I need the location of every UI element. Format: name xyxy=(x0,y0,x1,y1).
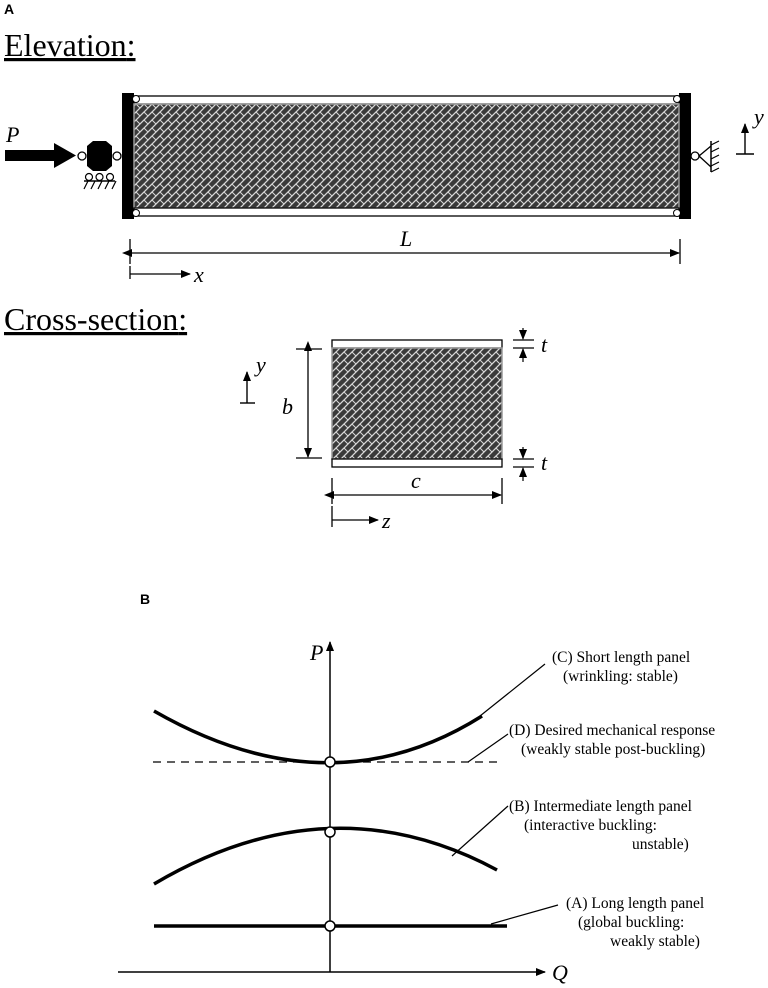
thickness-symbol-top: t xyxy=(541,332,548,357)
bottom-face-sheet xyxy=(133,207,680,217)
depth-symbol: b xyxy=(282,394,293,419)
thickness-symbol-bottom: t xyxy=(541,450,548,475)
leader-line-a xyxy=(490,904,559,925)
load-symbol: P xyxy=(5,122,19,147)
pin-support xyxy=(690,140,720,173)
y-axis-symbol: y xyxy=(752,104,764,129)
bifurcation-point-a xyxy=(324,920,336,932)
curve-b-interactive xyxy=(153,826,498,886)
load-arrow xyxy=(5,143,76,168)
hinge-circle xyxy=(132,95,140,103)
hinge-circle xyxy=(673,95,681,103)
z-axis-symbol: z xyxy=(381,508,391,533)
leader-line-d xyxy=(467,733,509,763)
leader-line-c xyxy=(479,663,546,717)
curve-c-wrinkling xyxy=(153,709,483,765)
q-axis-label: Q xyxy=(552,960,568,985)
length-symbol: L xyxy=(399,226,412,251)
length-dimension xyxy=(122,239,681,264)
annotation-a: (A) Long length panel (global buckling: … xyxy=(566,895,708,950)
top-face-section xyxy=(331,339,503,349)
z-axis-indicator xyxy=(331,506,379,527)
cross-section-heading: Cross-section: xyxy=(4,301,187,337)
elevation-heading: Elevation: xyxy=(4,27,136,63)
annotation-d: (D) Desired mechanical response (weakly … xyxy=(509,722,719,758)
width-symbol: c xyxy=(411,468,421,493)
hinge-circle xyxy=(132,209,140,217)
bottom-face-section xyxy=(331,458,503,468)
elevation-beam xyxy=(122,93,691,219)
panel-b-label: B xyxy=(140,591,150,607)
core-section xyxy=(331,347,503,460)
width-dimension xyxy=(324,478,503,504)
p-axis-label: P xyxy=(309,640,323,665)
annotation-b: (B) Intermediate length panel (interacti… xyxy=(509,798,696,853)
bifurcation-point-d xyxy=(324,756,336,768)
cross-section-panel xyxy=(331,339,503,468)
left-end-plate xyxy=(122,93,134,219)
y-axis-indicator xyxy=(736,123,754,155)
pq-axes xyxy=(118,641,546,976)
depth-dimension xyxy=(296,341,322,459)
bifurcation-point-b xyxy=(324,826,336,838)
leader-line-b xyxy=(451,805,509,857)
section-y-axis-symbol: y xyxy=(254,352,266,377)
core-elevation xyxy=(133,103,680,209)
x-axis-symbol: x xyxy=(193,262,204,287)
panel-a-label: A xyxy=(4,1,14,17)
roller-support xyxy=(77,141,122,190)
right-end-plate xyxy=(679,93,691,219)
hinge-circle xyxy=(673,209,681,217)
top-face-sheet xyxy=(133,95,680,105)
annotation-c: (C) Short length panel (wrinkling: stabl… xyxy=(552,649,694,685)
thickness-dimension-bottom xyxy=(513,447,534,481)
thickness-dimension-top xyxy=(513,328,534,362)
x-axis-indicator xyxy=(129,266,191,279)
section-y-axis-indicator xyxy=(240,371,255,404)
